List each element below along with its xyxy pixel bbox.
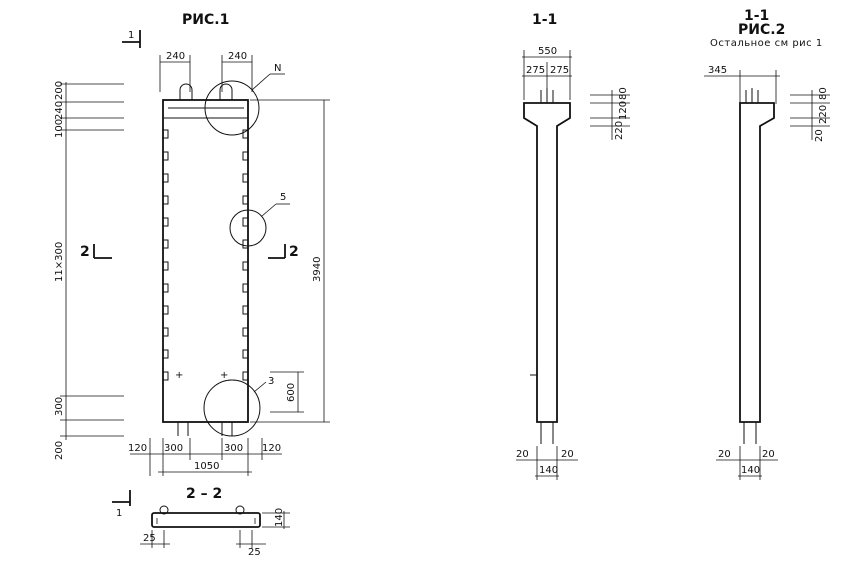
fig1-left-dims: 200 240 100 11×300 300 200: [54, 81, 124, 460]
side-key: [163, 261, 169, 271]
side-key: [163, 349, 169, 359]
side-key: [163, 305, 169, 315]
section22-height-dim: 140: [274, 508, 285, 527]
callout-N: N: [204, 63, 285, 136]
section11-right-dims: 80 120 220: [590, 87, 630, 140]
side-key: [242, 217, 248, 227]
side-key: [163, 195, 169, 205]
section11-width-half-b: 275: [550, 65, 569, 76]
section22-right-dim: 25: [248, 547, 261, 558]
section-mark-1-bottom: 1: [112, 490, 131, 519]
fig1-left-dim-100: 100: [54, 119, 65, 138]
fig1-bottom-dims: 120 300 300 120 1050: [128, 438, 282, 476]
side-key: [163, 217, 169, 227]
section11-bottom-dim-b: 20: [561, 449, 574, 460]
section11-right-dim-120: 120: [618, 101, 629, 120]
fig1-bottom-dim-300a: 300: [164, 443, 183, 454]
fig1-title: РИС.1: [182, 12, 229, 28]
callout-5-label: 5: [280, 192, 286, 203]
side-key: [242, 129, 248, 139]
side-key: [242, 151, 248, 161]
side-key: [242, 173, 248, 183]
side-key: [242, 305, 248, 315]
side-key: [163, 327, 169, 337]
callout-5: 5: [229, 192, 290, 247]
fig2-note: Остальное см рис 1: [710, 38, 823, 49]
fig2-bottom-dims: 20 20 140: [716, 446, 778, 480]
side-key: [242, 261, 248, 271]
section11-bottom-dim-a: 20: [516, 449, 529, 460]
fig2-title: РИС.2: [738, 22, 785, 38]
fig1-right-dim-small: 600: [286, 383, 297, 402]
fig1-top-dim-left: 240: [166, 51, 185, 62]
section11-width-total: 550: [538, 46, 557, 57]
fig1-bottom-total: 1050: [194, 461, 219, 472]
section22-left-dim: 25: [143, 533, 156, 544]
callout-3-label: 3: [268, 376, 274, 387]
section-mark-2-left: 2: [80, 244, 112, 260]
fig1-top-dims: 240 240: [159, 51, 253, 92]
fig2-bottom-dim-a: 20: [718, 449, 731, 460]
section11-top-dims: 550 275 275: [522, 46, 572, 100]
fig2-right-dim-20: 20: [814, 129, 825, 142]
side-key: [242, 327, 248, 337]
fig2-right-dim-220: 220: [818, 105, 829, 124]
section-mark-1-bottom-label: 1: [116, 508, 122, 519]
section11-right-dim-80: 80: [618, 87, 629, 100]
side-key: [163, 239, 169, 249]
side-key: [163, 173, 169, 183]
fig1-left-dim-200b: 200: [54, 441, 65, 460]
fig1-bottom-dim-120b: 120: [262, 443, 281, 454]
section22-title: 2 – 2: [186, 486, 222, 502]
fig2-right-dim-80: 80: [818, 87, 829, 100]
section-mark-2-right-label: 2: [289, 244, 299, 260]
callout-N-label: N: [274, 63, 281, 74]
side-key: [242, 239, 248, 249]
section-mark-1-top: 1: [122, 30, 141, 48]
fig2-top-dims: 345: [704, 65, 780, 104]
section-mark-1-top-label: 1: [128, 30, 134, 41]
side-key: [242, 283, 248, 293]
side-key: [163, 129, 169, 139]
fig1-panel: + +: [162, 83, 249, 436]
fig1-left-dim-300: 300: [54, 397, 65, 416]
section11-bottom-center: 140: [539, 465, 558, 476]
side-key: [242, 371, 248, 381]
section-mark-2-left-label: 2: [80, 244, 90, 260]
fig1-left-dim-11x300: 11×300: [54, 242, 65, 282]
section-mark-2-right: 2: [268, 244, 299, 260]
fig1-bottom-dim-300b: 300: [224, 443, 243, 454]
section11-right-dim-220: 220: [614, 121, 625, 140]
fig2-top-dim: 345: [708, 65, 727, 76]
section11-width-half-a: 275: [526, 65, 545, 76]
fig1-side-keys: [163, 129, 248, 381]
fig1-top-dim-right: 240: [228, 51, 247, 62]
section22-shape: 140 25 25: [140, 505, 290, 558]
svg-text:+: +: [175, 370, 183, 381]
fig2-bottom-dim-b: 20: [762, 449, 775, 460]
fig2-bottom-center: 140: [741, 465, 760, 476]
side-key: [242, 349, 248, 359]
side-key: [163, 371, 169, 381]
section11-title: 1-1: [532, 12, 557, 28]
svg-text:+: +: [220, 370, 228, 381]
callout-3: 3: [203, 376, 274, 437]
fig1-right-dims: 3940 600: [250, 99, 330, 423]
side-key: [163, 283, 169, 293]
fig2-section-title: 1-1: [744, 8, 769, 24]
fig1-left-dim-240: 240: [54, 101, 65, 120]
fig1-right-dim-total: 3940: [312, 257, 323, 282]
fig2-shape: [739, 88, 775, 444]
section11-shape: [523, 88, 571, 444]
fig2-right-dims: 80 220 20: [790, 87, 830, 142]
section11-bottom-dims: 20 20 140: [516, 446, 578, 480]
fig1-bottom-dim-120a: 120: [128, 443, 147, 454]
side-key: [163, 151, 169, 161]
side-key: [242, 195, 248, 205]
fig1-left-dim-200: 200: [54, 81, 65, 100]
